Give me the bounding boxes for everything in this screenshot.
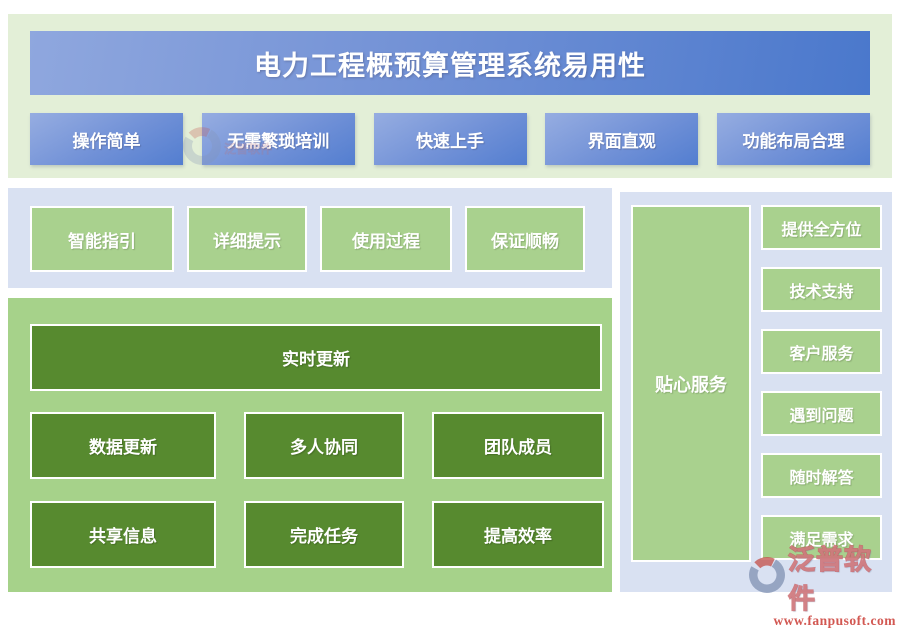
service-item-customer-service: 客户服务: [761, 329, 882, 374]
page-title: 电力工程概预算管理系统易用性: [30, 31, 870, 95]
swirl-logo-icon: [748, 556, 786, 599]
watermark-logo-text: 泛普软件: [224, 142, 273, 157]
guidance-section-panel: 智能指引 详细提示 使用过程 保证顺畅: [8, 188, 612, 288]
collab-row-1: 数据更新 多人协同 团队成员: [30, 412, 604, 479]
collaboration-section-panel: 实时更新 数据更新 多人协同 团队成员 共享信息 完成任务 提高效率: [8, 298, 612, 592]
infographic-canvas: 电力工程概预算管理系统易用性 操作简单 无需繁琐培训 快速上手 界面直观 功能布…: [8, 14, 896, 628]
collab-row-2: 共享信息 完成任务 提高效率: [30, 501, 604, 568]
brand-website: www.fanpusoft.com: [773, 613, 896, 628]
feature-row: 操作简单 无需繁琐培训 快速上手 界面直观 功能布局合理: [30, 113, 870, 165]
collab-block-multi-user: 多人协同: [244, 412, 404, 479]
collab-block-efficiency: 提高效率: [432, 501, 604, 568]
collab-block-data-update: 数据更新: [30, 412, 216, 479]
feature-block-quick-start: 快速上手: [373, 113, 527, 165]
guidance-block-smart-guide: 智能指引: [30, 206, 174, 272]
watermark-logo-small: 泛普软件: [182, 126, 272, 171]
top-section-panel: 电力工程概预算管理系统易用性 操作简单 无需繁琐培训 快速上手 界面直观 功能布…: [8, 14, 892, 178]
feature-block-intuitive-ui: 界面直观: [545, 113, 699, 165]
service-items-column: 提供全方位 技术支持 客户服务 遇到问题 随时解答 满足需求: [761, 205, 882, 560]
service-section-panel: 贴心服务 提供全方位 技术支持 客户服务 遇到问题 随时解答 满足需求: [620, 192, 892, 592]
service-item-anytime-answers: 随时解答: [761, 453, 882, 498]
service-title-block: 贴心服务: [631, 205, 751, 562]
guidance-block-smoothness: 保证顺畅: [465, 206, 585, 272]
guidance-block-usage-process: 使用过程: [320, 206, 452, 272]
collab-block-team-members: 团队成员: [432, 412, 604, 479]
service-item-tech-support: 技术支持: [761, 267, 882, 312]
service-item-encounter-problems: 遇到问题: [761, 391, 882, 436]
brand-row: 泛普软件: [748, 538, 896, 616]
collab-block-complete-tasks: 完成任务: [244, 501, 404, 568]
swirl-logo-icon: [182, 126, 222, 171]
feature-block-easy-operation: 操作简单: [30, 113, 183, 165]
feature-block-no-training: 无需繁琐培训: [201, 113, 355, 165]
service-item-all-round: 提供全方位: [761, 205, 882, 250]
brand-watermark: 泛普软件 www.fanpusoft.com: [748, 538, 896, 629]
guidance-block-detailed-tips: 详细提示: [187, 206, 307, 272]
feature-block-layout: 功能布局合理: [717, 113, 870, 165]
service-item-meet-needs: 满足需求: [761, 515, 882, 560]
collab-block-share-info: 共享信息: [30, 501, 216, 568]
guidance-row: 智能指引 详细提示 使用过程 保证顺畅: [30, 206, 585, 272]
collab-headline-realtime-update: 实时更新: [30, 324, 602, 391]
brand-name: 泛普软件: [787, 544, 872, 614]
